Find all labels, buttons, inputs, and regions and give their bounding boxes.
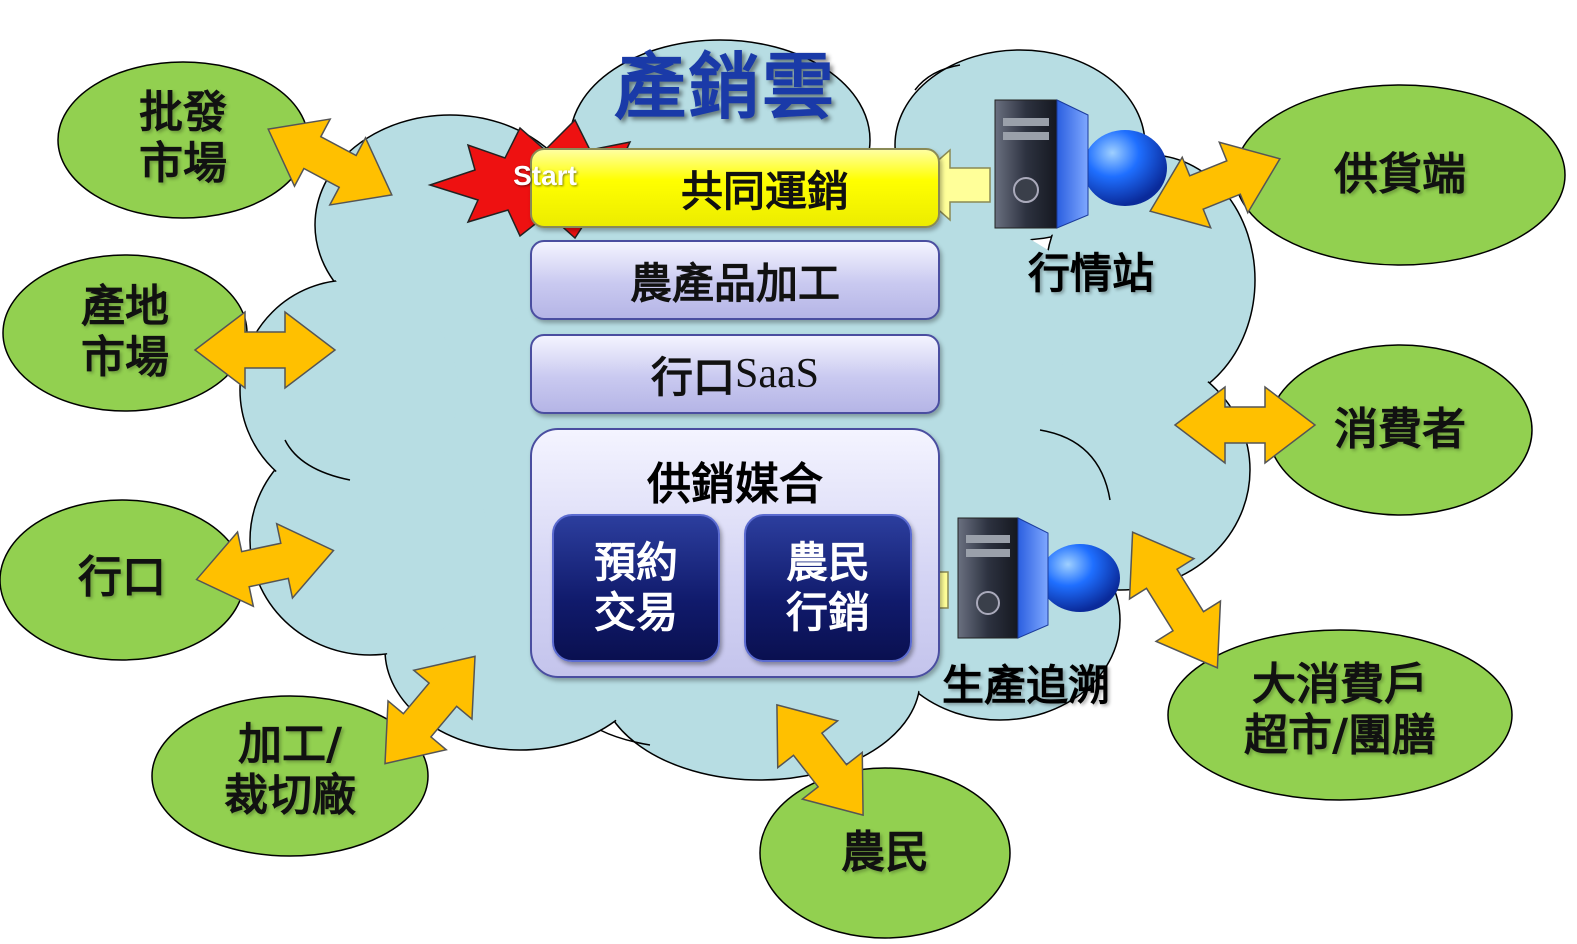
node-supplier-label: 供貨端 — [1334, 149, 1466, 200]
node-wholesale-label: 批發 市場 — [139, 87, 227, 189]
server-market-info-icon — [994, 99, 1167, 229]
joint-transport-box: 共同運銷 — [530, 148, 940, 228]
node-farmer-shape — [759, 767, 1011, 939]
arrow-farmer — [776, 703, 864, 817]
saas-suffix: SaaS — [735, 351, 819, 397]
arrow-origin-market — [193, 310, 337, 390]
traceability-label: 生產追溯 — [942, 661, 1111, 710]
node-merchant-label: 行口 — [78, 552, 166, 603]
farmer-marketing-box: 農民 行銷 — [744, 514, 912, 662]
processing-label: 農產品加工 — [629, 258, 840, 308]
node-consumer-label: 消費者 — [1334, 404, 1466, 455]
arrow-consumer — [1173, 385, 1317, 465]
server-traceability-icon — [957, 517, 1120, 639]
matching-group: 供銷媒合 預約 交易 農民 行銷 — [530, 428, 940, 678]
market-info-label: 行情站 — [1028, 249, 1155, 298]
node-large-consumer-label: 大消費戶 超市/團膳 — [1243, 659, 1437, 761]
diagram-title: 產銷雲 — [613, 44, 836, 129]
node-farmer-label: 農民 — [841, 827, 929, 878]
processing-box: 農產品加工 — [530, 240, 940, 320]
start-label: Start — [513, 160, 577, 191]
joint-transport-label: 共同運銷 — [680, 166, 849, 216]
node-processing-plant-label: 加工/ 裁切廠 — [224, 719, 356, 821]
node-large-consumer-shape — [1167, 629, 1513, 801]
node-origin-market-label: 產地 市場 — [81, 281, 169, 383]
arrow-large-consumer — [1128, 531, 1222, 669]
arrow-merchant — [195, 522, 335, 608]
saas-prefix: 行口 — [650, 352, 735, 402]
arrow-wholesale — [267, 118, 393, 206]
node-processing-plant-shape — [151, 695, 429, 857]
reservation-box: 預約 交易 — [552, 514, 720, 662]
matching-title: 供銷媒合 — [647, 459, 823, 510]
arrow-processing-plant — [384, 655, 476, 765]
arrow-supplier — [1148, 141, 1282, 229]
